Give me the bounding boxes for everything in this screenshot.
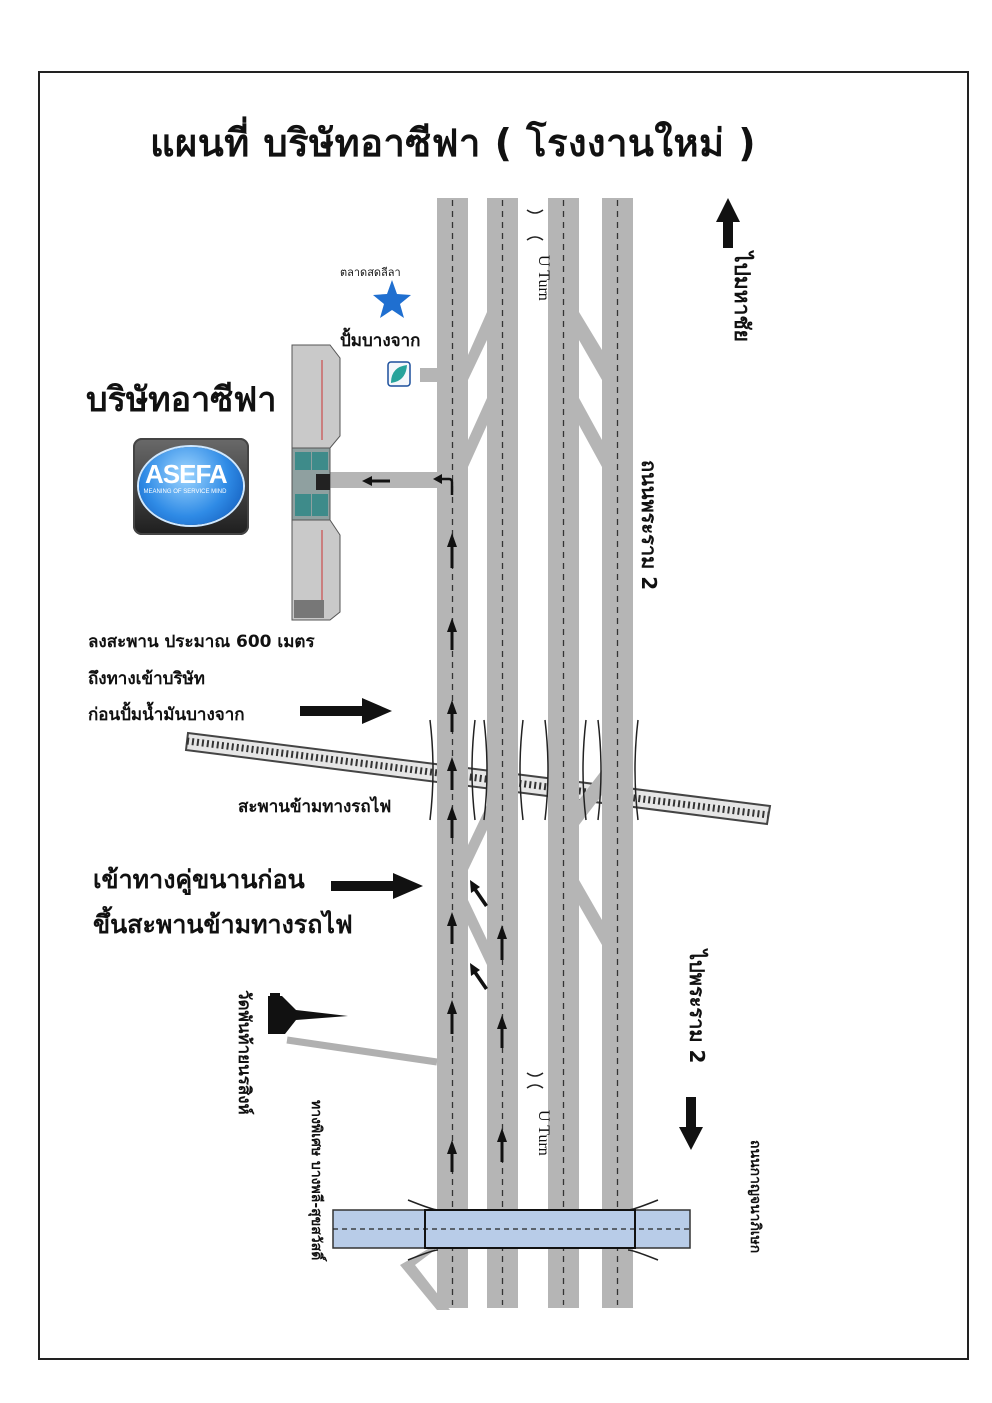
expressway-label: ทางพิเศษ บางพลี-สุขสวัสดิ์ <box>308 1100 324 1261</box>
frontage-note-line2: ขึ้นสะพานข้ามทางรถไฟ <box>93 910 353 939</box>
temple-icon <box>268 993 348 1034</box>
company-logo: ASEFA MEANING OF SERVICE MIND <box>133 438 249 535</box>
star-icon <box>373 280 411 318</box>
railway-bridge-marks <box>429 719 639 821</box>
page-title: แผนที่ บริษัทอาซีฟา ( โรงงานใหม่ ) <box>150 121 757 165</box>
temple-label: วัดพันท้ายนรสิงห์ <box>234 990 254 1115</box>
direction-note-line1: ลงสะพาน ประมาณ 600 เมตร <box>88 632 315 652</box>
expressway-overpass <box>332 1199 691 1261</box>
bangchak-logo-icon <box>387 361 411 387</box>
frontage-note-line1: เข้าทางคู่ขนานก่อน <box>93 865 305 894</box>
company-access-road <box>330 472 452 488</box>
arrow-icons <box>300 198 740 1172</box>
direction-note-line3: ก่อนปั้มน้ำมันบางจาก <box>88 705 245 725</box>
factory-building <box>291 344 341 621</box>
lane-dashes <box>451 200 619 1305</box>
lane-arrows <box>362 474 507 1172</box>
to-rama2-label: ไปพระราม 2 <box>685 950 709 1064</box>
market-label: ตลาดสดลีลา <box>340 266 401 279</box>
uturn-bottom-label: U Turn <box>535 1110 552 1156</box>
kanchanaphisek-label: ถนนกาญจนาภิเษก <box>747 1140 763 1254</box>
rama2-road-label: ถนนพระราม 2 <box>637 460 661 591</box>
station-access <box>420 368 440 382</box>
gas-station-label: ปั้มบางจาก <box>340 331 421 351</box>
logo-oval <box>139 447 243 525</box>
map-frame <box>38 71 969 1360</box>
uturn-gaps <box>526 209 544 1089</box>
railway-bridge-label: สะพานข้ามทางรถไฟ <box>238 797 392 817</box>
temple-road <box>286 1036 438 1066</box>
uturn-top-label: U Turn <box>535 255 552 301</box>
company-name: บริษัทอาซีฟา <box>86 380 277 420</box>
logo-text: ASEFA <box>145 459 228 489</box>
logo-subtitle: MEANING OF SERVICE MIND <box>143 489 227 495</box>
direction-note-line2: ถึงทางเข้าบริษัท <box>88 669 205 689</box>
to-mahachai-label: ไปมหาชัย <box>730 252 754 342</box>
